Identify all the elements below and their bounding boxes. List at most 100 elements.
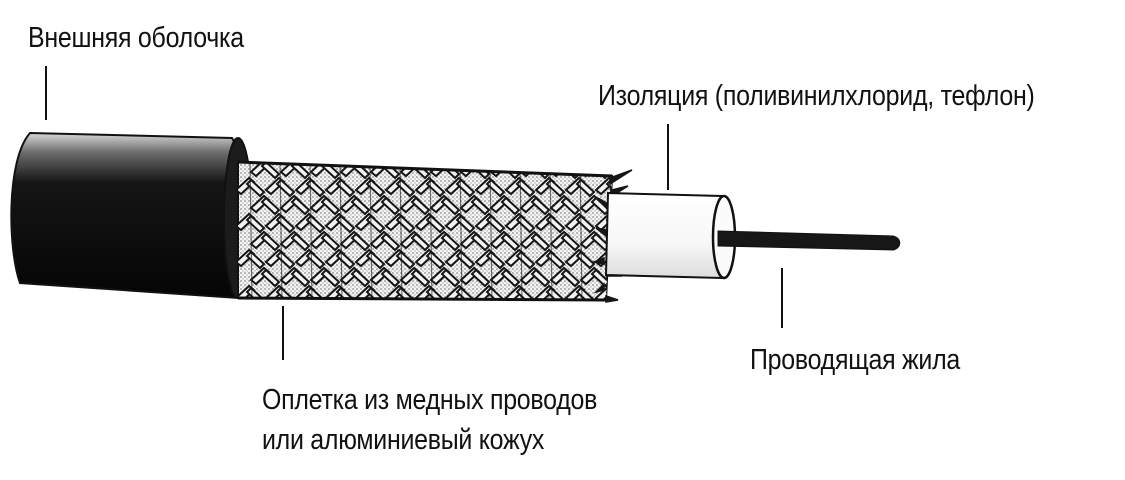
braid-strand: [590, 268, 611, 288]
braid-strand: [380, 268, 401, 288]
braid-strand: [530, 196, 551, 216]
braid-strand: [487, 144, 504, 160]
braid-strand: [431, 304, 449, 320]
braid-strand: [575, 178, 596, 198]
braid-strand: [307, 144, 324, 160]
braid-strand: [335, 286, 356, 300]
braid-strand: [305, 286, 326, 300]
braid-strand: [500, 268, 521, 288]
braid-strand: [551, 304, 569, 320]
braid-strand: [455, 178, 476, 198]
braid-strand: [485, 178, 506, 198]
braid-shadow-line: [399, 162, 403, 300]
braid-strand: [457, 144, 474, 160]
braid-strand: [352, 306, 369, 322]
braid-strand: [296, 142, 314, 158]
braid-strand: [470, 268, 491, 288]
braid-strand: [245, 178, 266, 198]
braid-strand: [440, 268, 461, 288]
braid-strand: [440, 196, 461, 216]
braid-strand: [410, 232, 431, 252]
label-outer-jacket: Внешняя оболочка: [28, 22, 244, 54]
braid-strand: [401, 304, 419, 320]
braid-strand: [592, 306, 609, 322]
braid-strand: [442, 306, 459, 322]
braid-strand: [365, 286, 386, 300]
braid-strand: [470, 232, 491, 252]
braid-strand: [320, 196, 341, 216]
braid-strand: [410, 196, 431, 216]
braid-strand: [292, 306, 309, 322]
braid-strand: [500, 196, 521, 216]
core-conductor: [717, 230, 901, 251]
braid-strand: [622, 306, 639, 322]
braid-shadow-line: [459, 162, 463, 300]
braid-strand: [545, 286, 566, 300]
braid-strand: [350, 232, 371, 252]
braid-fray: [605, 294, 619, 303]
braid-strand: [416, 142, 434, 158]
braid-shadow-line: [309, 162, 313, 300]
braid-strand: [547, 144, 564, 160]
braid-strand: [380, 232, 401, 252]
insulation-layer: [604, 191, 737, 280]
braid-strand: [290, 232, 311, 252]
braid-strand: [530, 268, 551, 288]
braid-strand: [427, 144, 444, 160]
braid-strand: [536, 142, 554, 158]
braid-strand: [491, 304, 509, 320]
braid-strand: [607, 144, 624, 160]
braid-strand: [335, 178, 356, 198]
braid-strand: [275, 286, 296, 300]
braid-shadow-line: [249, 162, 253, 300]
braid-strand: [500, 232, 521, 252]
braid-strand: [245, 286, 266, 300]
braid-strand: [247, 144, 264, 160]
braid-strand: [461, 304, 479, 320]
braid-strand: [502, 306, 519, 322]
braid-strand: [260, 162, 281, 180]
braid-strand: [517, 144, 534, 160]
braid-strand: [326, 142, 344, 158]
braid-strand: [365, 178, 386, 198]
braid-strand: [472, 306, 489, 322]
braid-strand: [566, 142, 584, 158]
braid-strand: [341, 304, 359, 320]
braid-strand: [581, 304, 599, 320]
braid-strand: [350, 196, 371, 216]
braid-strand: [611, 304, 629, 320]
braid-strand: [277, 144, 294, 160]
braid-shadow-line: [519, 162, 523, 300]
braid-strand: [577, 144, 594, 160]
braid-strand: [322, 306, 339, 322]
braid-strand: [446, 142, 464, 158]
braid-fray: [595, 227, 607, 238]
braid-strand: [367, 144, 384, 160]
label-braid-line-1: Оплетка из медных проводов: [262, 384, 598, 416]
braid-strand: [251, 304, 269, 320]
braid-strand: [262, 306, 279, 322]
braid-shadow-line: [369, 162, 373, 300]
braid-fray: [593, 282, 605, 294]
braid-strand: [485, 286, 506, 300]
braid-strand: [560, 196, 581, 216]
braid-strand: [305, 178, 326, 198]
braid-strand: [320, 232, 341, 252]
braid-shadow-line: [429, 162, 433, 300]
braid-strand: [395, 286, 416, 300]
braid-strand: [590, 232, 611, 252]
braid-strand: [397, 144, 414, 160]
braid-strand: [532, 306, 549, 322]
braid-strand: [380, 196, 401, 216]
braid-fray: [591, 256, 605, 265]
braid-strand: [562, 306, 579, 322]
braid-strand: [371, 304, 389, 320]
leader-lines: [45, 66, 783, 360]
braid-strand: [425, 286, 446, 300]
label-insulation: Изоляция (поливинилхлорид, тефлон): [598, 80, 1035, 112]
braid-strand: [382, 306, 399, 322]
label-braid-line-2: или алюминиевый кожух: [262, 424, 545, 456]
braid-shadow-line: [339, 162, 343, 300]
braid-shadow-line: [279, 162, 283, 300]
